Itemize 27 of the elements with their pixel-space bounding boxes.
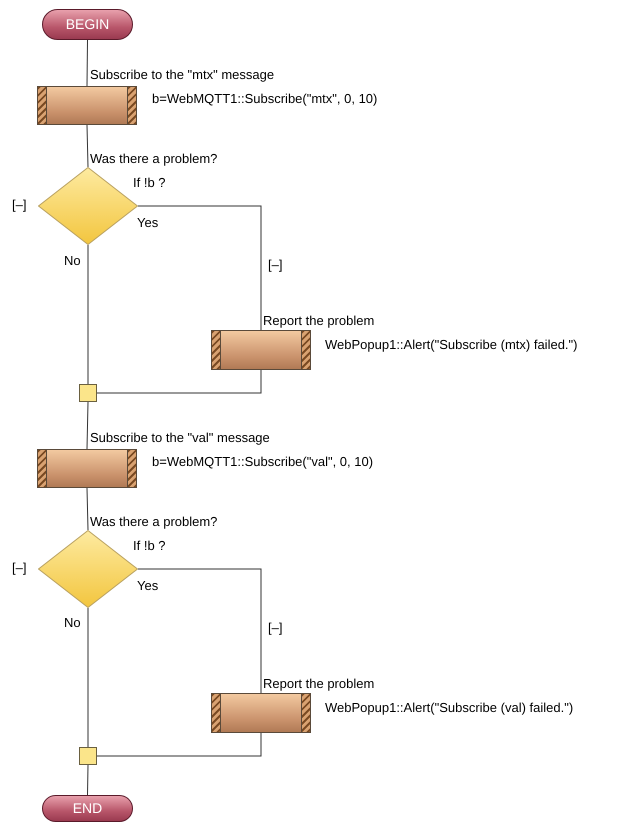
code-text: b=WebMQTT1::Subscribe("val", 0, 10) (152, 454, 374, 470)
collapse-marker: [–] (268, 620, 282, 636)
terminator-pill: BEGIN (42, 9, 133, 40)
step-heading: Report the problem (263, 676, 374, 692)
connector-line (86, 402, 88, 450)
code-text: WebPopup1::Alert("Subscribe (mtx) failed.") (325, 337, 578, 353)
condition-text: If !b ? (133, 175, 166, 191)
step-heading: Subscribe to the "val" message (90, 430, 270, 446)
step-heading: Subscribe to the "mtx" message (90, 67, 274, 83)
connector-line (86, 40, 88, 86)
code-text: b=WebMQTT1::Subscribe("mtx", 0, 10) (152, 91, 378, 107)
terminator-pill: END (42, 795, 133, 822)
collapse-marker: [–] (268, 257, 282, 273)
collapse-marker: [–] (12, 560, 26, 576)
step-heading: Was there a problem? (90, 514, 218, 530)
code-text: WebPopup1::Alert("Subscribe (val) failed.") (325, 700, 574, 716)
connector-line (138, 568, 262, 694)
connector-line (96, 370, 262, 394)
connector-line (96, 732, 262, 756)
step-heading: Was there a problem? (90, 151, 218, 167)
connector-line (138, 206, 262, 330)
step-heading: Report the problem (263, 313, 374, 329)
collapse-marker: [–] (12, 197, 26, 213)
connector-line (87, 764, 88, 796)
connector-line (86, 488, 88, 530)
connector-line (86, 124, 88, 168)
condition-text: If !b ? (133, 538, 166, 554)
